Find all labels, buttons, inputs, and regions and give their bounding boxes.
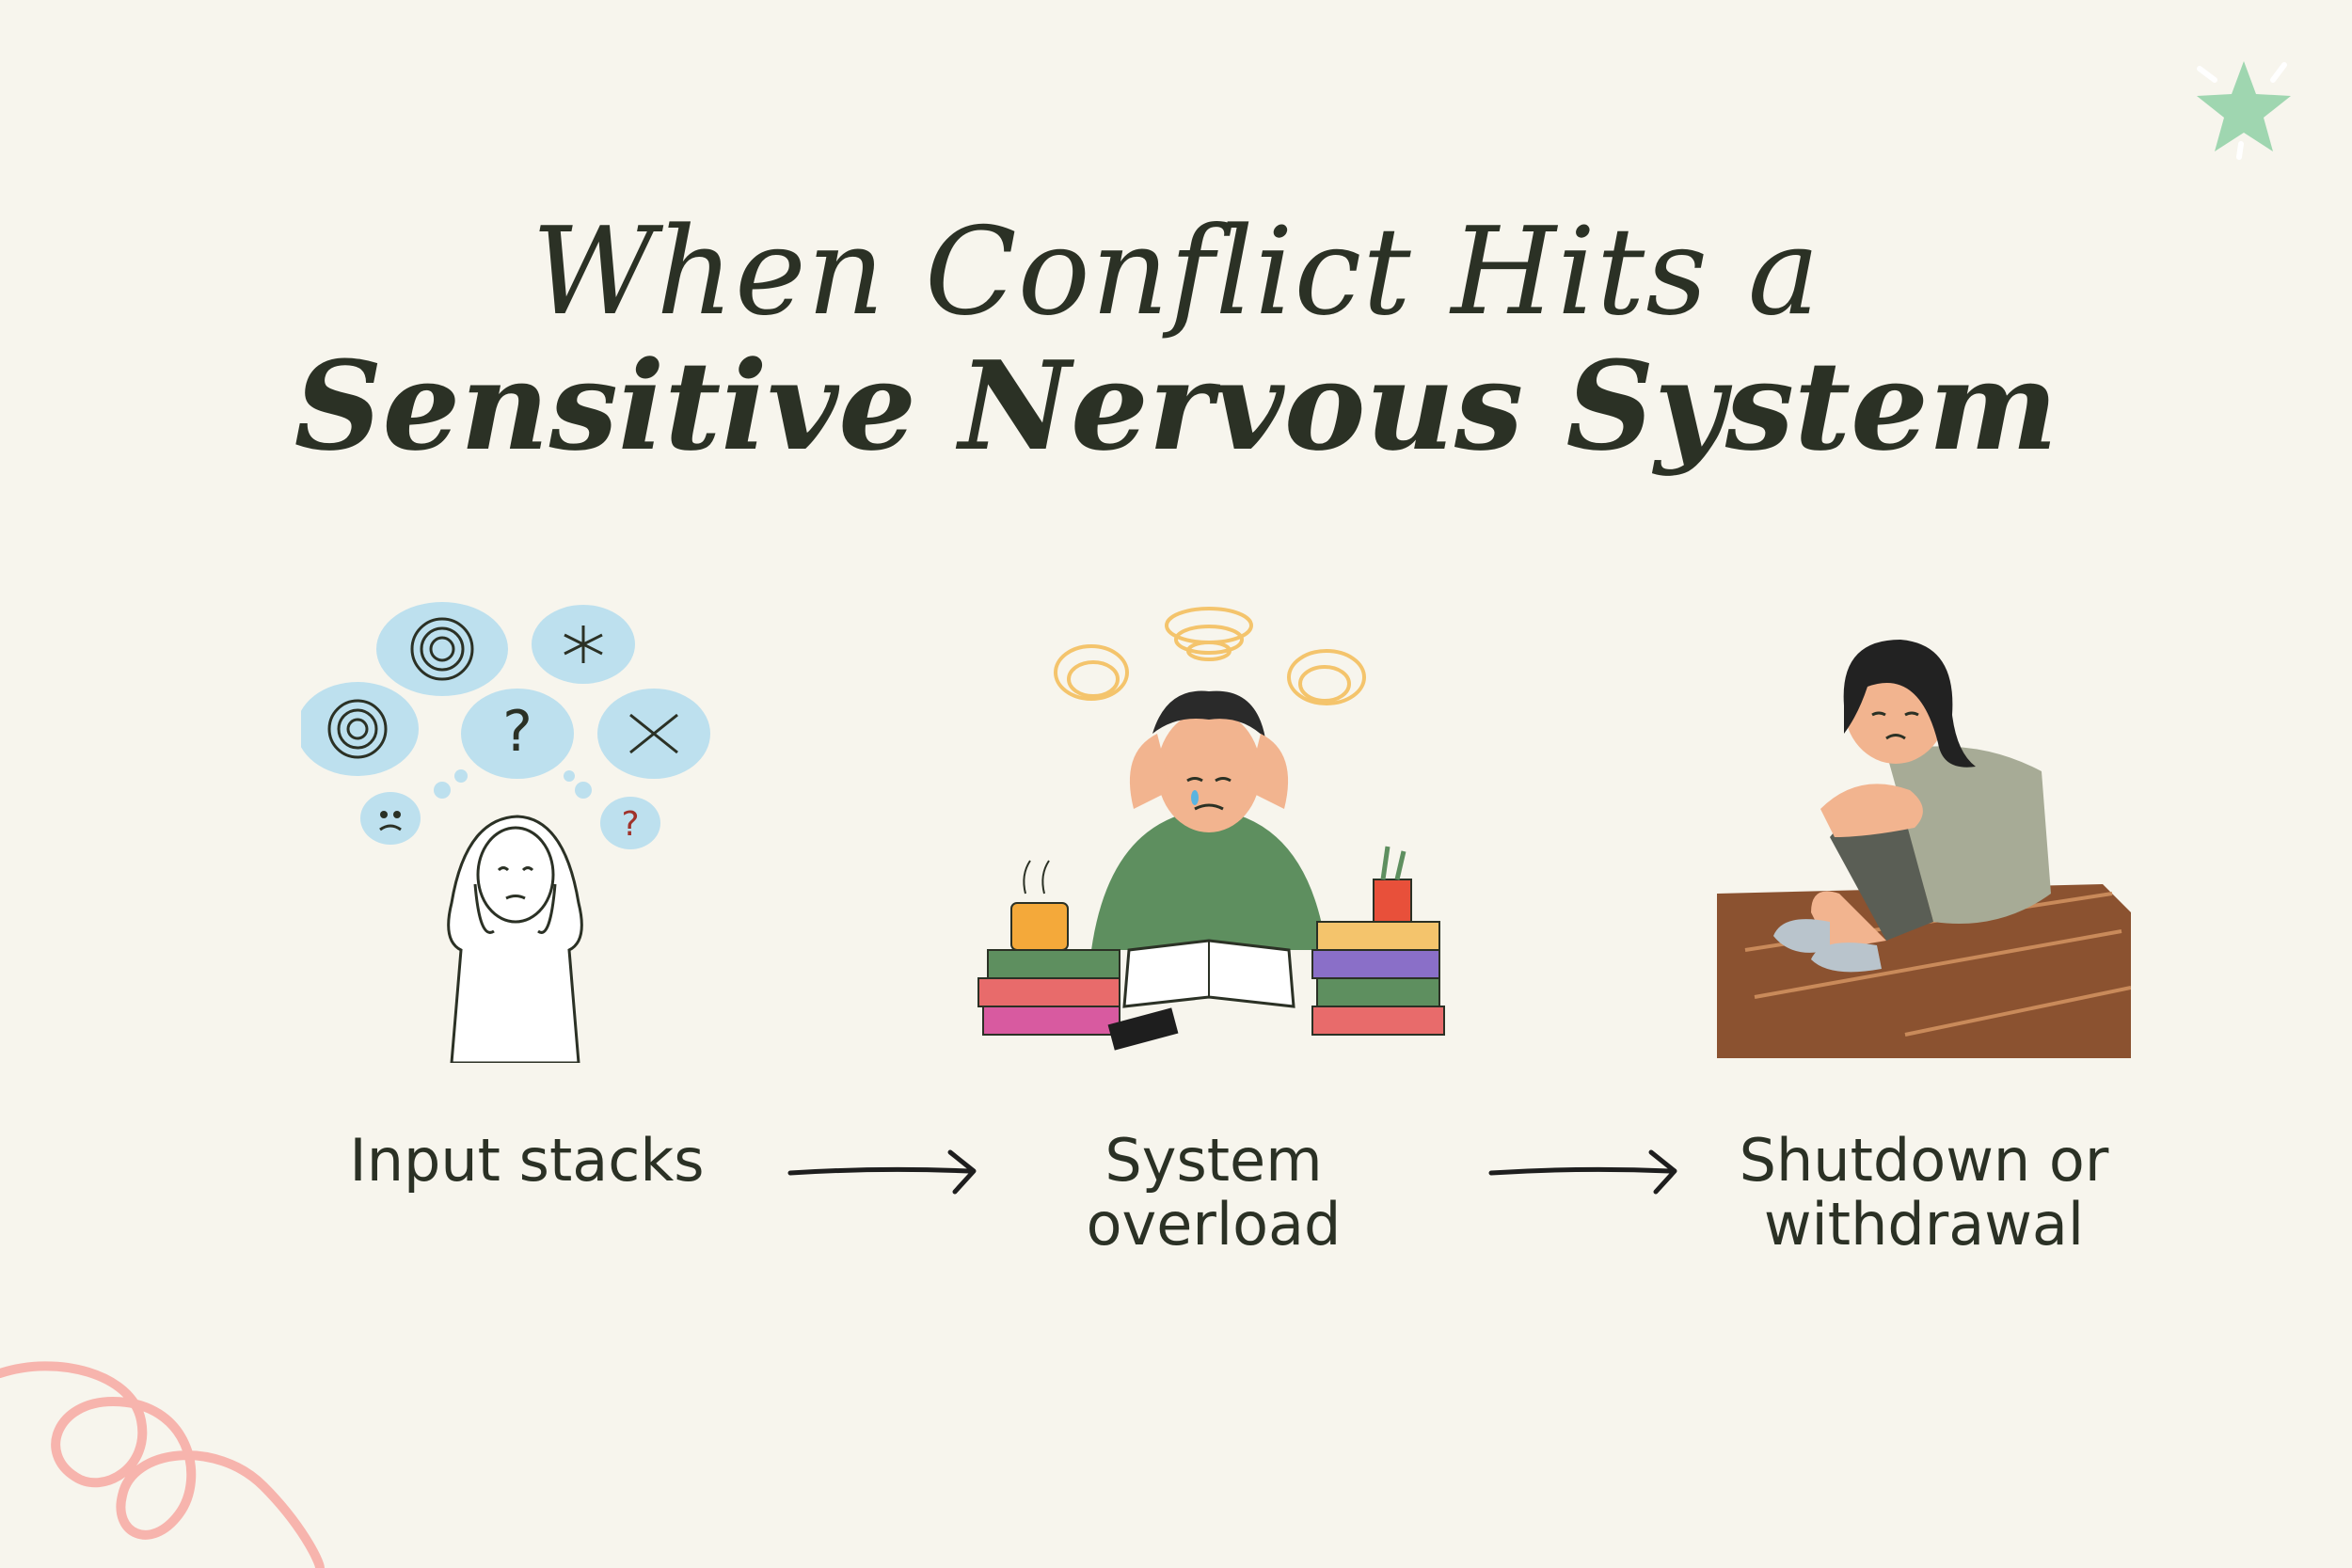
step-label-line: Shutdown or: [1739, 1126, 2109, 1195]
step-label-shutdown: Shutdown or withdrawal: [1712, 1129, 2136, 1257]
overwhelmed-thoughts-illustration: ? ?: [301, 602, 710, 1063]
arrow-right-icon: [1488, 1149, 1677, 1195]
page-title-line-1: When Conflict Hits a: [531, 202, 1821, 342]
step-label-line: withdrawal: [1763, 1190, 2085, 1259]
step-label-line: overload: [1086, 1190, 1342, 1259]
arrow-right-icon: [787, 1149, 977, 1195]
stressed-student-illustration: [977, 607, 1445, 1051]
step-label-line: Input stacks: [349, 1126, 705, 1195]
step-label-input-stacks: Input stacks: [320, 1129, 734, 1193]
step-label-line: System: [1104, 1126, 1323, 1195]
svg-text:?: ?: [621, 805, 639, 844]
withdrawn-person-illustration: [1717, 640, 2131, 1058]
page-title-line-2: Sensitive Nervous System: [294, 334, 2058, 478]
squiggle-decoration: [0, 1361, 325, 1568]
star-icon: [2197, 61, 2291, 160]
svg-text:?: ?: [502, 699, 532, 765]
step-label-system-overload: System overload: [1016, 1129, 1411, 1257]
